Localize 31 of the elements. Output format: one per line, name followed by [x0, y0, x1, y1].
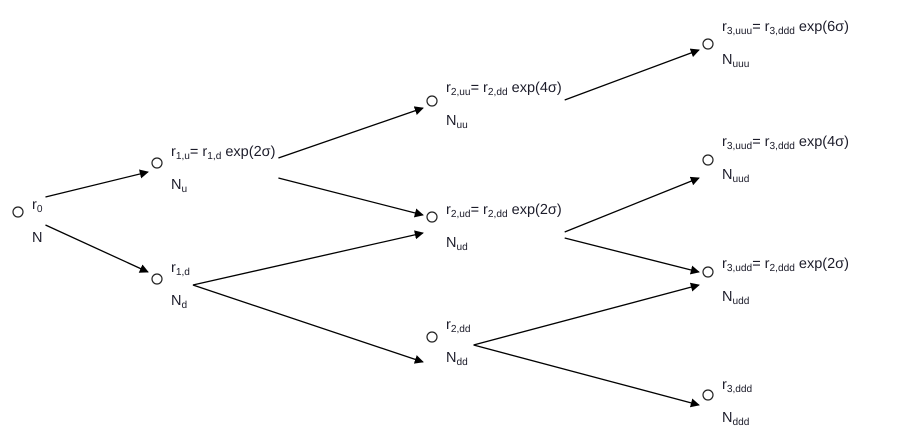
rate-formula: r$_{2,uu}$= r$_{2,dd}$ exp(4σ) [446, 79, 562, 97]
arrow [45, 170, 149, 198]
arrow [564, 176, 700, 233]
rate-formula: r$_{3,ddd}$ [722, 376, 752, 394]
arrow [473, 344, 700, 408]
arrow [192, 230, 424, 286]
rate-formula: r$_{0}$ [32, 196, 42, 214]
node-label: N$_{d}$ [171, 292, 188, 310]
arrow [564, 237, 700, 274]
node-label: N$_{u}$ [171, 176, 188, 194]
node-label: N$_{uu}$ [446, 112, 469, 130]
rate-formula: r$_{1,d}$ [171, 259, 190, 277]
node-label: N$_{udd}$ [722, 288, 750, 306]
arrow [278, 177, 424, 218]
node-label: N$_{ud}$ [446, 234, 469, 252]
arrow [564, 48, 700, 101]
rate-formula: r$_{3,udd}$= r$_{2,ddd}$ exp(2σ) [722, 255, 849, 273]
arrow [45, 224, 149, 273]
node-label: N$_{dd}$ [446, 349, 469, 367]
arrow [473, 282, 700, 346]
node-label: N$_{uud}$ [722, 166, 750, 184]
arrow [192, 284, 424, 364]
node-label: N [32, 229, 42, 247]
arrow [278, 106, 424, 159]
rate-formula: r$_{2,ud}$= r$_{2,dd}$ exp(2σ) [446, 201, 562, 219]
rate-formula: r$_{3,uud}$= r$_{3,ddd}$ exp(4σ) [722, 133, 849, 151]
rate-formula: r$_{2,dd}$ [446, 316, 471, 334]
rate-formula: r$_{3,uuu}$= r$_{3,ddd}$ exp(6σ) [722, 18, 849, 36]
rate-formula: r$_{1,u}$= r$_{1,d}$ exp(2σ) [171, 143, 276, 161]
node-label: N$_{ddd}$ [722, 409, 750, 427]
node-label: N$_{uuu}$ [722, 51, 750, 69]
